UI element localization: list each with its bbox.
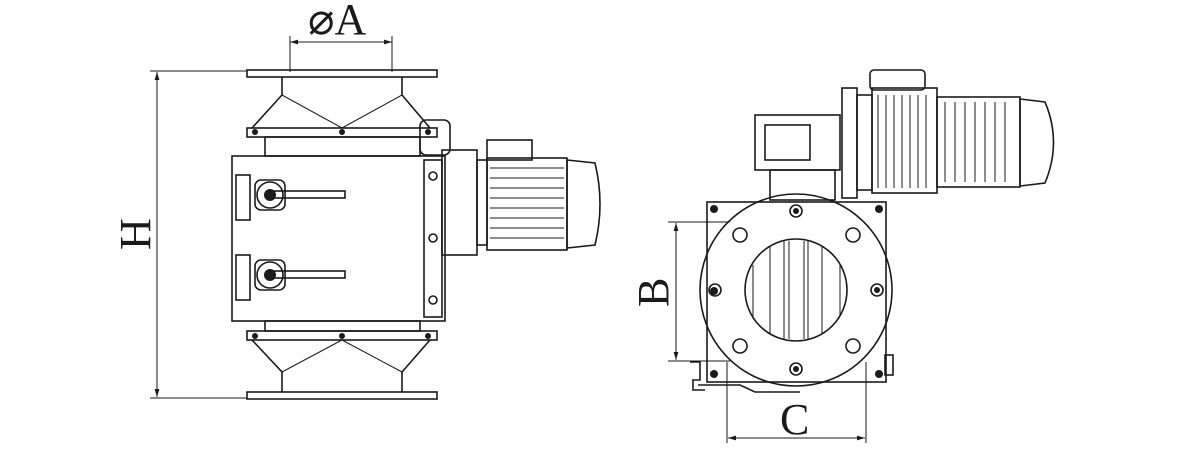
handle-upper (254, 179, 346, 211)
dimension-h: H (111, 70, 247, 399)
label-diameter-a: ⌀A (308, 0, 366, 44)
front-motor (419, 119, 601, 256)
front-view: ⌀A H (111, 0, 601, 400)
dimension-c: C (726, 362, 867, 444)
side-view: B C (629, 69, 1055, 444)
dimension-b: B (629, 221, 730, 362)
side-motor (754, 69, 1055, 201)
handle-lower (254, 259, 346, 291)
label-b: B (629, 278, 678, 307)
dimension-a: ⌀A (289, 0, 393, 72)
label-c: C (780, 395, 809, 444)
label-height: H (111, 218, 160, 250)
